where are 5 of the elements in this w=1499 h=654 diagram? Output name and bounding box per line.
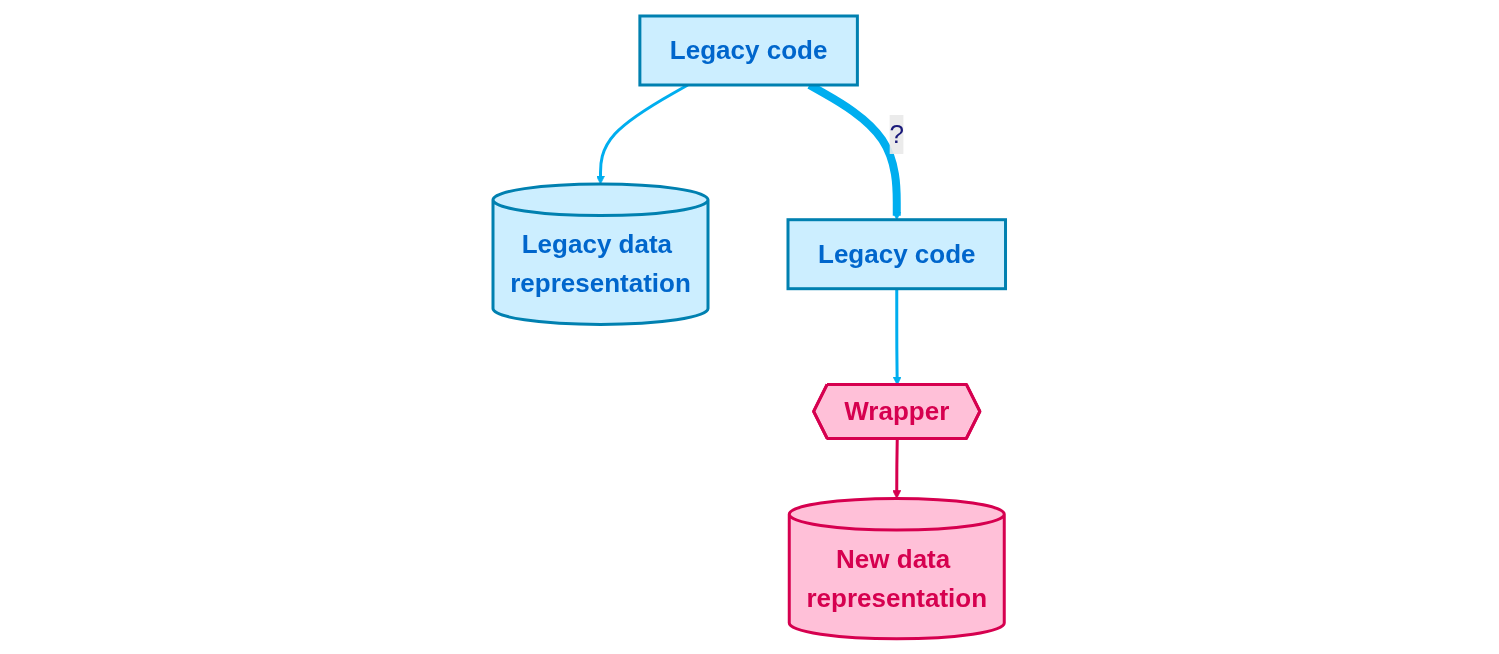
node-box: Legacy code — [786, 217, 1008, 290]
arrow — [892, 438, 902, 499]
node-box: Legacy code — [638, 14, 860, 87]
arrow — [892, 288, 902, 385]
edge-label: ? — [889, 118, 905, 149]
